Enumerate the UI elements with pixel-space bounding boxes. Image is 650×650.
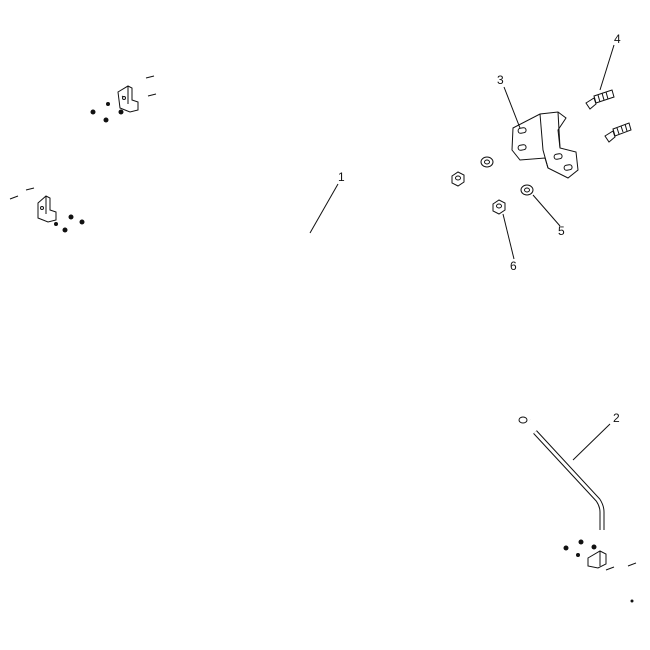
leader-lines bbox=[309, 44, 615, 461]
callout-3: 3 bbox=[497, 73, 504, 87]
washer-upper bbox=[480, 156, 494, 168]
bolt-upper bbox=[585, 89, 615, 110]
callout-2: 2 bbox=[613, 411, 620, 425]
callout-1: 1 bbox=[338, 170, 345, 184]
callout-6: 6 bbox=[510, 259, 517, 273]
rod-rear bbox=[533, 430, 605, 530]
bracket bbox=[511, 111, 579, 179]
clip-top-left bbox=[90, 75, 157, 123]
clip-bottom-right bbox=[563, 539, 637, 603]
nut-lower bbox=[492, 199, 506, 215]
bolt-lower bbox=[604, 122, 632, 143]
nut-upper bbox=[451, 171, 465, 187]
washer-lower bbox=[520, 184, 534, 196]
clip-left bbox=[9, 187, 85, 233]
callout-4: 4 bbox=[614, 32, 621, 46]
rod-main bbox=[42, 144, 532, 424]
callout-5: 5 bbox=[558, 224, 565, 238]
